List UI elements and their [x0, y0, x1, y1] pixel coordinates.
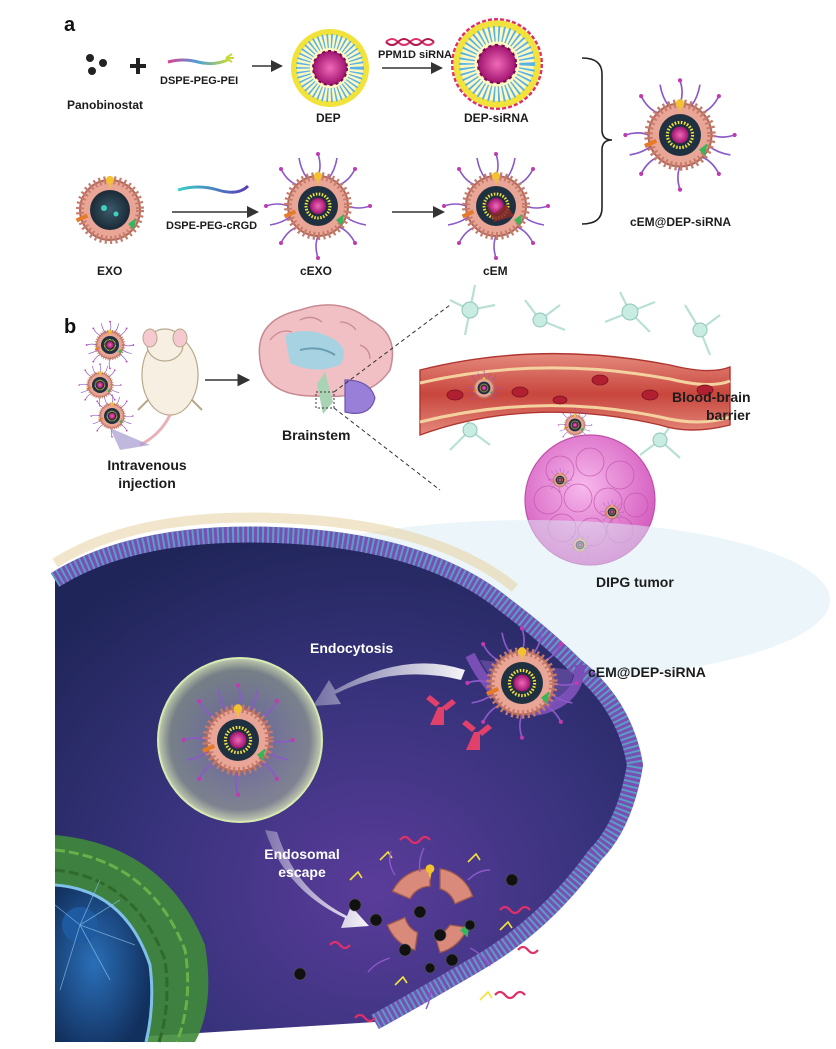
receptor-2 — [462, 720, 492, 750]
endosomal-escape-arrow — [265, 830, 369, 928]
ppm1d-sirna-label: PPM1D siRNA — [378, 49, 452, 61]
intravenous-label-line1: Intravenous — [107, 457, 187, 473]
dep-sirna-micelle — [453, 20, 541, 108]
brainstem-label: Brainstem — [282, 427, 351, 443]
plus-sign — [130, 58, 146, 74]
escape-cluster — [293, 835, 539, 1023]
panobinostat-label: Panobinostat — [67, 98, 144, 112]
cell-scene — [50, 512, 830, 1043]
endocytosis-label: Endocytosis — [310, 640, 394, 656]
dspe-peg-crgd-strand — [177, 184, 250, 194]
dspe-peg-pei-strand — [167, 58, 229, 66]
dspe-peg-crgd-label: DSPE-PEG-cRGD — [166, 220, 258, 232]
nucleus-er — [54, 835, 209, 1043]
mouse-illustration — [137, 328, 203, 447]
exo-label: EXO — [97, 264, 123, 278]
cem-label: cEM — [483, 264, 508, 278]
syringe-beam — [110, 428, 150, 450]
ppm1d-sirna-helix — [385, 38, 435, 46]
brain-illustration — [258, 304, 394, 414]
dipg-tumor-label: DIPG tumor — [596, 574, 674, 590]
panel-a-letter: a — [64, 14, 76, 36]
panobinostat-dots — [86, 54, 107, 75]
receptor-1 — [426, 695, 456, 725]
endosome — [157, 657, 323, 823]
dep-label: DEP — [316, 111, 341, 125]
panel-a — [76, 20, 737, 260]
dspe-peg-pei-label: DSPE-PEG-PEI — [160, 75, 239, 87]
zoom-line-bottom — [333, 407, 441, 491]
cem-particle — [442, 152, 550, 260]
endocytosis-arrow — [313, 663, 465, 706]
cem-dep-sirna-label-b: cEM@DEP-siRNA — [588, 664, 706, 680]
panel-b-letter: b — [64, 316, 77, 338]
endosomal-label-line1: Endosomal — [264, 846, 340, 862]
merge-bracket — [581, 57, 613, 225]
endosomal-label-line2: escape — [278, 864, 326, 880]
cem-dep-sirna-particle — [623, 78, 736, 191]
cem-dep-sirna-label-a: cEM@DEP-siRNA — [630, 215, 732, 229]
injected-particle-1 — [83, 318, 137, 372]
bbb-label-line2: barrier — [706, 407, 751, 423]
intravenous-label-line2: injection — [118, 475, 176, 491]
bbb-label-line1: Blood-brain — [672, 389, 751, 405]
cexo-particle — [264, 152, 372, 260]
cexo-label: cEXO — [300, 264, 333, 278]
exo-particle — [76, 176, 140, 240]
zoom-line-top — [333, 304, 451, 393]
dep-sirna-label: DEP-siRNA — [464, 111, 529, 125]
injected-particle-2 — [76, 361, 124, 409]
dep-micelle — [294, 32, 366, 104]
